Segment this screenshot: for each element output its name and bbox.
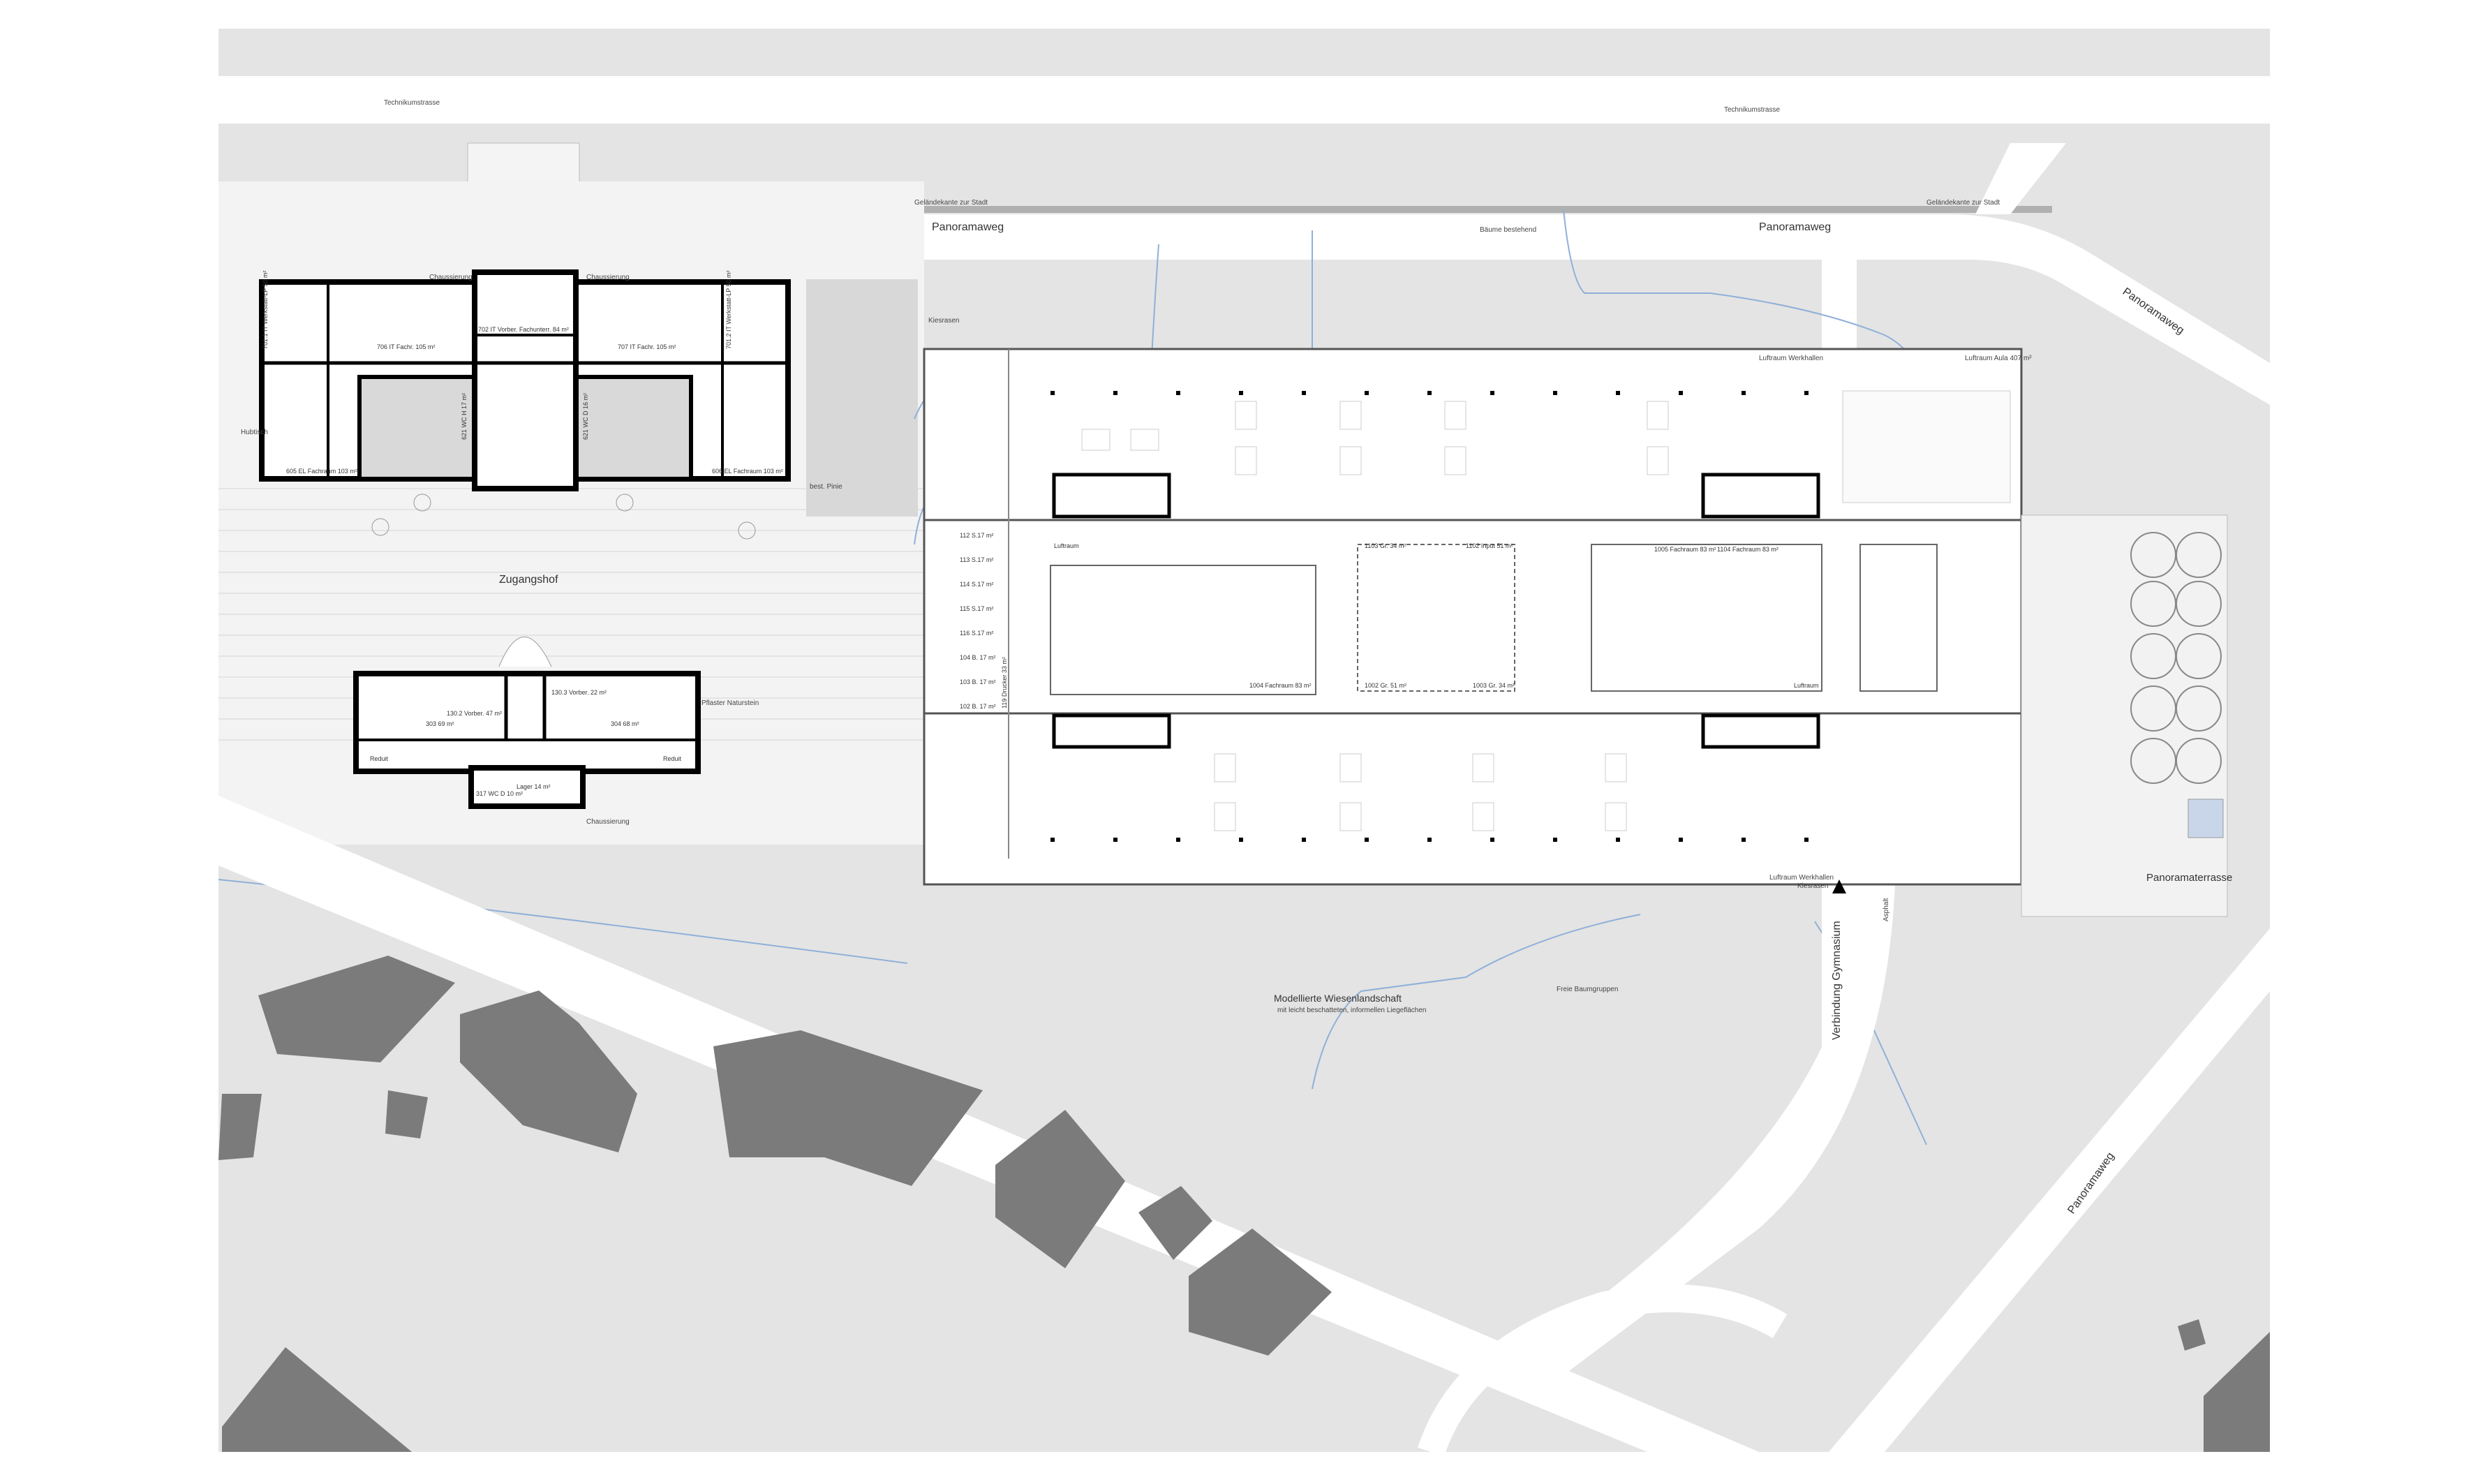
- room-label: 701.2 IT Werkstatt-LP 50 m²: [725, 270, 732, 349]
- parasols: [2130, 532, 2222, 784]
- panoramaweg-lower-road: [1829, 928, 2270, 1452]
- room-label: 707 IT Fachr. 105 m²: [618, 343, 676, 350]
- tree: [371, 518, 389, 536]
- room-label: 1103 Gr. 34 m²: [1365, 542, 1406, 549]
- room-label: 103 B. 17 m²: [960, 678, 996, 685]
- room-label: 701.1 IT Werkstatt-LP 50 m²: [262, 270, 269, 349]
- room-label: 130.3 Vorber. 22 m²: [551, 689, 607, 696]
- room-label: Luftraum: [1794, 682, 1819, 689]
- diagonal-road: [218, 796, 1759, 1452]
- room-label: 116 S.17 m²: [960, 630, 993, 637]
- room-label: Reduit: [663, 755, 682, 762]
- tree: [413, 494, 431, 512]
- label-verbindung-gymnasium: Verbindung Gymnasium: [1831, 921, 1843, 1040]
- room-label: 1102 Input 51 m²: [1466, 542, 1513, 549]
- gelaendekante-wall: [468, 206, 2052, 213]
- building: [222, 1347, 412, 1452]
- room-label: 303 69 m²: [426, 720, 454, 727]
- label-luftraum-aula: Luftraum Aula 407 m²: [1965, 355, 2032, 362]
- building: [713, 1030, 983, 1186]
- label-chaussierung: Chaussierung: [586, 274, 630, 281]
- building: [1138, 1186, 1212, 1260]
- room-label: 130.2 Vorber. 47 m²: [447, 710, 502, 717]
- label-luftraum-werkhallen: Luftraum Werkhallen: [1759, 355, 1823, 362]
- label-technikumstrasse: Technikumstrasse: [1724, 106, 1780, 114]
- entrance-arrow-icon: [1832, 880, 1846, 893]
- building: [460, 990, 637, 1152]
- room-label: 317 WC D 10 m²: [476, 790, 523, 797]
- room-label: 304 68 m²: [611, 720, 639, 727]
- new-building: [923, 348, 2023, 886]
- room-label: 115 S.17 m²: [960, 605, 993, 612]
- room-label: 1003 Gr. 34 m²: [1473, 682, 1515, 689]
- room-label: 1004 Fachraum 83 m²: [1249, 682, 1312, 689]
- room-label: Luftraum: [1054, 542, 1079, 549]
- label-technikumstrasse: Technikumstrasse: [384, 99, 440, 107]
- label-luftraum-werkhallen: Luftraum Werkhallen: [1769, 874, 1834, 882]
- label-freie-baumgruppen: Freie Baumgruppen: [1557, 986, 1618, 993]
- room-label: 1005 Fachraum 83 m²: [1654, 546, 1716, 553]
- label-panoramaweg: Panoramaweg: [1759, 221, 1831, 233]
- room-label: 114 S.17 m²: [960, 581, 993, 588]
- panoramaweg-road: [904, 214, 2270, 405]
- building: [385, 1090, 428, 1138]
- building: [2204, 1332, 2270, 1452]
- room-label: 605 EL Fachraum 103 m²: [286, 468, 357, 475]
- label-chaussierung: Chaussierung: [429, 274, 473, 281]
- label-hubtisch: Hubtisch: [241, 429, 268, 436]
- panoramaterrasse: [2021, 514, 2228, 917]
- room-label: 1104 Fachraum 83 m²: [1717, 546, 1778, 553]
- building: [1189, 1229, 1332, 1356]
- building: [218, 1094, 262, 1160]
- building: [995, 1110, 1125, 1268]
- label-pflaster: Pflaster Naturstein: [701, 699, 759, 707]
- label-kiesrasen: Kiesrasen: [928, 317, 959, 325]
- room-label: 113 S.17 m²: [960, 556, 993, 563]
- water-basin: [2188, 799, 2224, 838]
- room-label: 621 WC H 17 m²: [461, 393, 468, 440]
- label-zugangshof: Zugangshof: [499, 574, 558, 586]
- building: [258, 956, 455, 1062]
- room-label: 119 Drucker 33 m²: [1001, 657, 1008, 708]
- room-label: 112 S.17 m²: [960, 532, 993, 539]
- room-label: 102 B. 17 m²: [960, 703, 996, 710]
- label-baeume: Bäume bestehend: [1480, 226, 1536, 234]
- pinie-area: [806, 279, 918, 517]
- label-pinie: best. Pinie: [810, 483, 842, 491]
- label-wiesenlandschaft-sub: mit leicht beschatteten, informellen Lie…: [1277, 1007, 1426, 1014]
- old-building-south: [353, 637, 701, 809]
- label-gelaendekante: Geländekante zur Stadt: [914, 199, 988, 207]
- room-label: Reduit: [370, 755, 389, 762]
- label-wiesenlandschaft: Modellierte Wiesenlandschaft: [1274, 993, 1402, 1004]
- label-chaussierung: Chaussierung: [586, 818, 630, 826]
- label-panoramaweg: Panoramaweg: [932, 221, 1004, 233]
- room-label: 706 IT Fachr. 105 m²: [377, 343, 435, 350]
- stair-path-top: [1975, 143, 2066, 214]
- tree: [738, 521, 756, 540]
- label-asphalt: Asphalt: [1882, 898, 1890, 921]
- label-gelaendekante: Geländekante zur Stadt: [1926, 199, 2000, 207]
- tree: [616, 494, 634, 512]
- old-building-north: [259, 269, 791, 491]
- neighbouring-buildings: [218, 956, 2270, 1452]
- technikumstrasse-road: [218, 76, 2270, 124]
- label-panoramaterrasse: Panoramaterrasse: [2146, 872, 2232, 884]
- room-label: 621 WC D 16 m²: [582, 393, 589, 440]
- building: [2178, 1319, 2206, 1351]
- room-label: Lager 14 m²: [517, 783, 551, 790]
- room-label: 702 IT Vorber. Fachunterr. 84 m²: [478, 326, 569, 333]
- room-label: 606 EL Fachraum 103 m²: [712, 468, 783, 475]
- room-label: 104 B. 17 m²: [960, 654, 996, 661]
- footpath-curve: [1418, 1284, 1788, 1457]
- room-label: 1002 Gr. 51 m²: [1365, 682, 1406, 689]
- label-kiesrasen: Kiesrasen: [1797, 882, 1828, 890]
